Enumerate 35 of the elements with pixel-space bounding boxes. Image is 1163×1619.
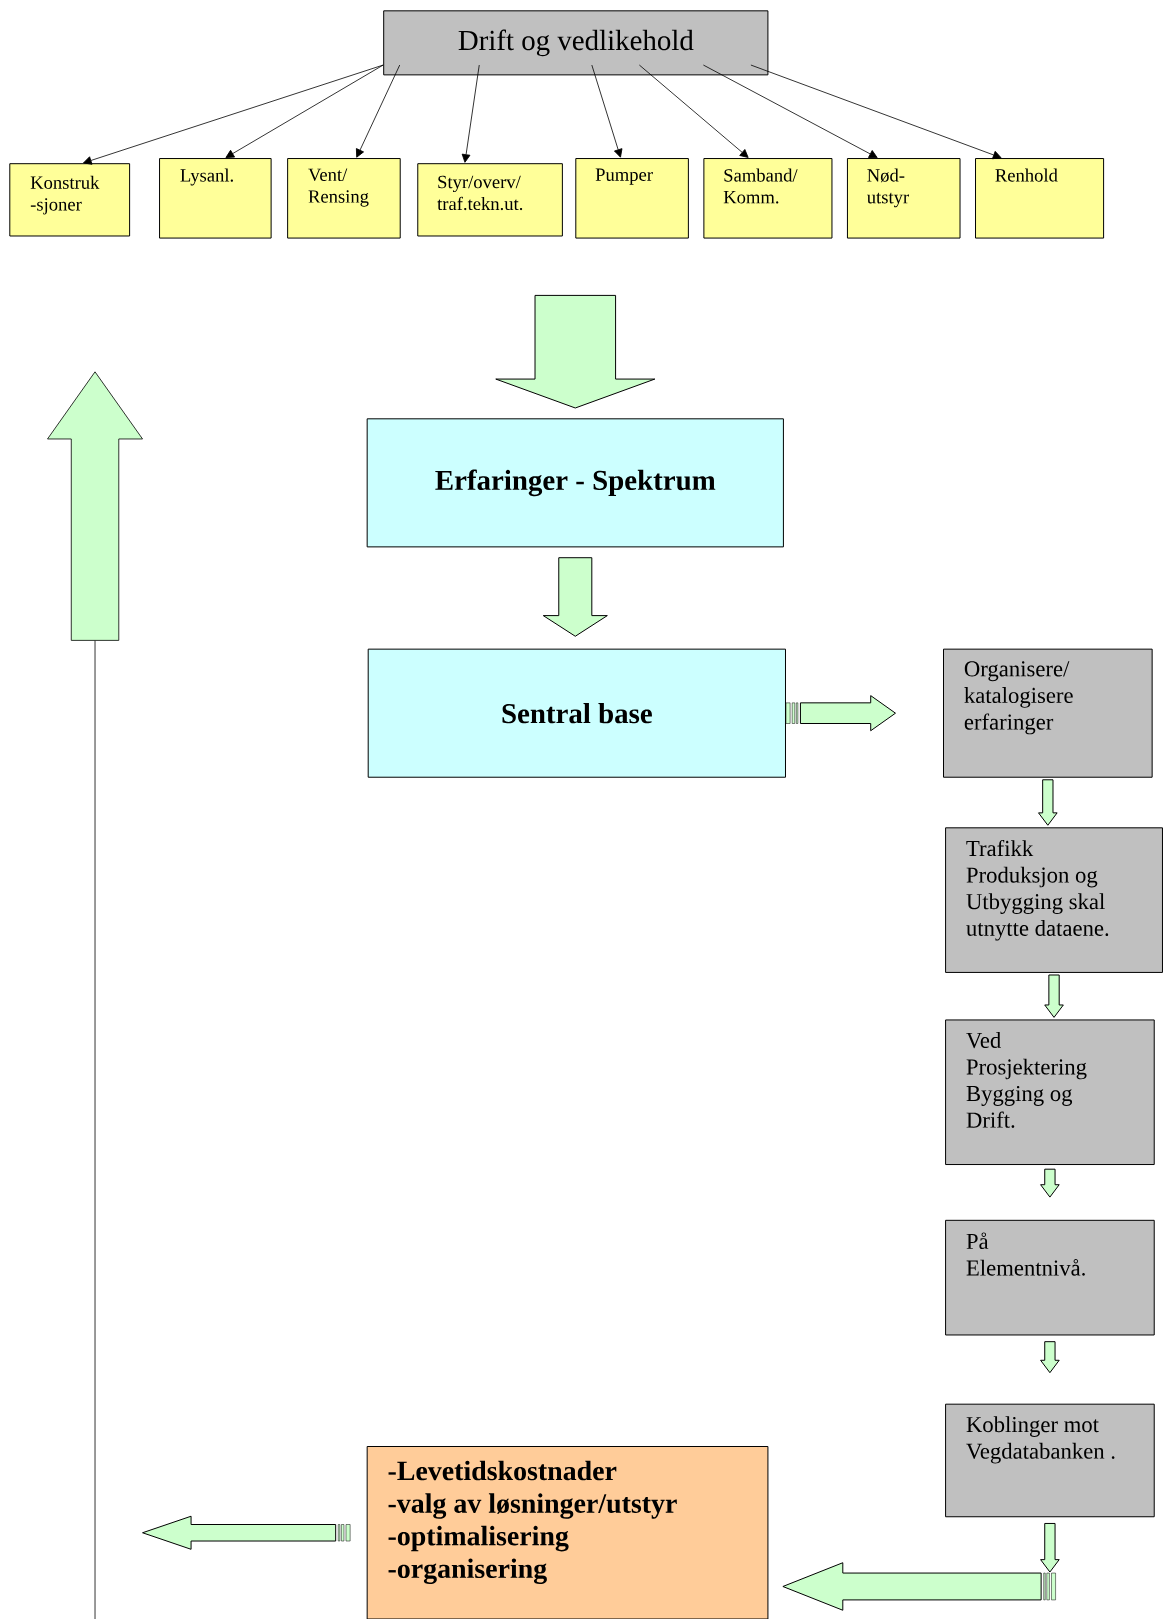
process-box: På Elementnivå.: [945, 1219, 1155, 1336]
arrow: [461, 64, 480, 163]
result-box: -Levetidskostnader -valg av løsninger/utstyr -optimalisering -organisering: [366, 1446, 769, 1619]
component-box: Nød- utstyr: [846, 158, 961, 239]
process-box: Organisere/ katalogisere erfaringer: [943, 648, 1153, 778]
component-box: Lysanl.: [159, 158, 272, 239]
block-arrow: [1038, 779, 1058, 826]
block-arrow: [1040, 1168, 1060, 1198]
arrow: [591, 64, 623, 158]
component-box: Samband/ Komm.: [703, 158, 833, 239]
arrow: [638, 64, 749, 158]
block-arrow: [785, 695, 896, 732]
arrow: [83, 64, 384, 165]
block-arrow: [1040, 1522, 1060, 1573]
block-arrow: [1040, 1341, 1060, 1374]
component-box: Pumper: [575, 158, 689, 239]
process-box: Trafikk Produksjon og Utbygging skal utnytte dataene.: [945, 827, 1163, 973]
arrow: [225, 64, 384, 158]
block-arrow: [495, 294, 656, 409]
arrow: [703, 64, 878, 158]
process-box: Erfaringer - Spektrum: [366, 418, 784, 548]
process-box: Drift og vedlikehold: [383, 10, 769, 76]
component-box: Konstruk -sjoner: [9, 163, 131, 237]
process-box: Koblinger mot Vegdatabanken .: [945, 1403, 1155, 1518]
block-arrow: [1044, 974, 1064, 1018]
component-box: Vent/ Rensing: [287, 158, 401, 239]
process-box: Ved Prosjektering Bygging og Drift.: [945, 1019, 1155, 1166]
arrow: [356, 64, 401, 158]
component-box: Renhold: [975, 158, 1105, 239]
block-arrow: [542, 557, 608, 637]
component-box: Styr/overv/ traf.tekn.ut.: [417, 163, 563, 237]
process-box: Sentral base: [367, 648, 786, 778]
arrow: [750, 64, 1002, 160]
block-arrow: [782, 1562, 1056, 1611]
block-arrow: [142, 1515, 351, 1550]
